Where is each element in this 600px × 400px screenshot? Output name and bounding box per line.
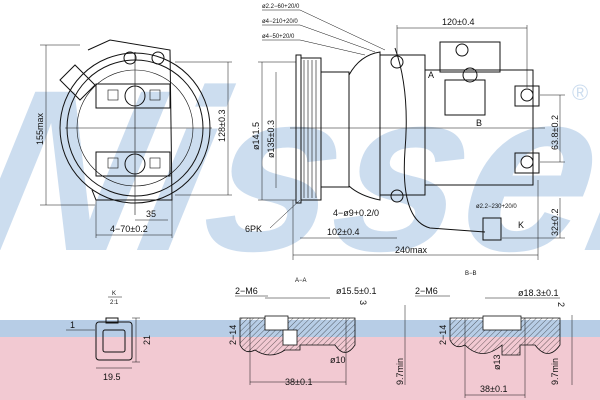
svg-text:Nissens: Nissens bbox=[0, 42, 600, 299]
connector-height-label: 21 bbox=[142, 335, 152, 345]
wire-3-label: ø4−50+20/0 bbox=[262, 34, 295, 40]
section-bb-threads: 2−M6 bbox=[415, 286, 438, 296]
front-height-label: 155max bbox=[35, 112, 45, 145]
section-bb-min-depth: 9.7min bbox=[550, 358, 560, 385]
section-aa-min-depth: 9.7min bbox=[395, 358, 405, 385]
pulley-groove-label: ø135±0.3 bbox=[266, 120, 276, 158]
pulley-dia-label: ø141.5 bbox=[251, 122, 261, 150]
section-bb-thread-depth: 2−14 bbox=[438, 325, 448, 345]
connector-scale: 2:1 bbox=[110, 300, 119, 306]
section-aa-title: A−A bbox=[295, 278, 307, 284]
connector-title: K bbox=[112, 291, 116, 297]
front-half-width-label: 35 bbox=[146, 209, 156, 219]
section-bb-depth: 2 bbox=[556, 302, 566, 307]
watermark-logo: Nissens ® bbox=[0, 42, 600, 299]
connector-offset-label: 32±0.2 bbox=[550, 209, 560, 236]
length-label: 240max bbox=[395, 245, 428, 255]
belt-label: 6PK bbox=[245, 224, 262, 234]
connector-width-label: 19.5 bbox=[103, 372, 121, 382]
section-bb-title: B−B bbox=[465, 271, 477, 277]
section-aa-depth: 3 bbox=[358, 300, 368, 305]
mount-holes-label: 4−ø9+0.2/0 bbox=[333, 208, 379, 218]
section-aa-bore: ø15.5±0.1 bbox=[336, 286, 376, 296]
front-bolt-v-label: 128±0.3 bbox=[217, 110, 227, 142]
connector-wire-label: ø2.2−230+20/0 bbox=[476, 204, 517, 210]
front-view bbox=[40, 39, 232, 238]
mount-h-label: 102±0.4 bbox=[327, 227, 359, 237]
connector-pin-label: 1 bbox=[70, 320, 75, 330]
wire-2-label: ø4−210+20/0 bbox=[262, 19, 298, 25]
section-aa-threads: 2−M6 bbox=[235, 286, 258, 296]
port-spacing-label: 120±0.4 bbox=[442, 17, 474, 27]
section-aa bbox=[235, 295, 406, 385]
section-bb-spacing: 38±0.1 bbox=[480, 384, 507, 394]
section-bb bbox=[415, 295, 573, 398]
section-aa-thread-depth: 2−14 bbox=[228, 325, 238, 345]
connector-view bbox=[66, 296, 140, 369]
section-bb-bore: ø18.3±0.1 bbox=[518, 288, 558, 298]
section-bb-hole: ø13 bbox=[492, 354, 502, 370]
wire-1-label: ø2.2−60+20/0 bbox=[262, 4, 300, 10]
mount-v-label: 63.8±0.2 bbox=[550, 115, 560, 150]
section-aa-spacing: 38±0.1 bbox=[285, 377, 312, 387]
view-k-marker: K bbox=[518, 220, 524, 230]
front-bolt-h-label: 4−70±0.2 bbox=[110, 224, 148, 234]
side-view bbox=[258, 9, 565, 260]
svg-text:®: ® bbox=[572, 80, 588, 105]
section-a-marker: A bbox=[428, 70, 434, 80]
section-aa-hole: ø10 bbox=[330, 355, 346, 365]
section-b-marker: B bbox=[476, 118, 482, 128]
